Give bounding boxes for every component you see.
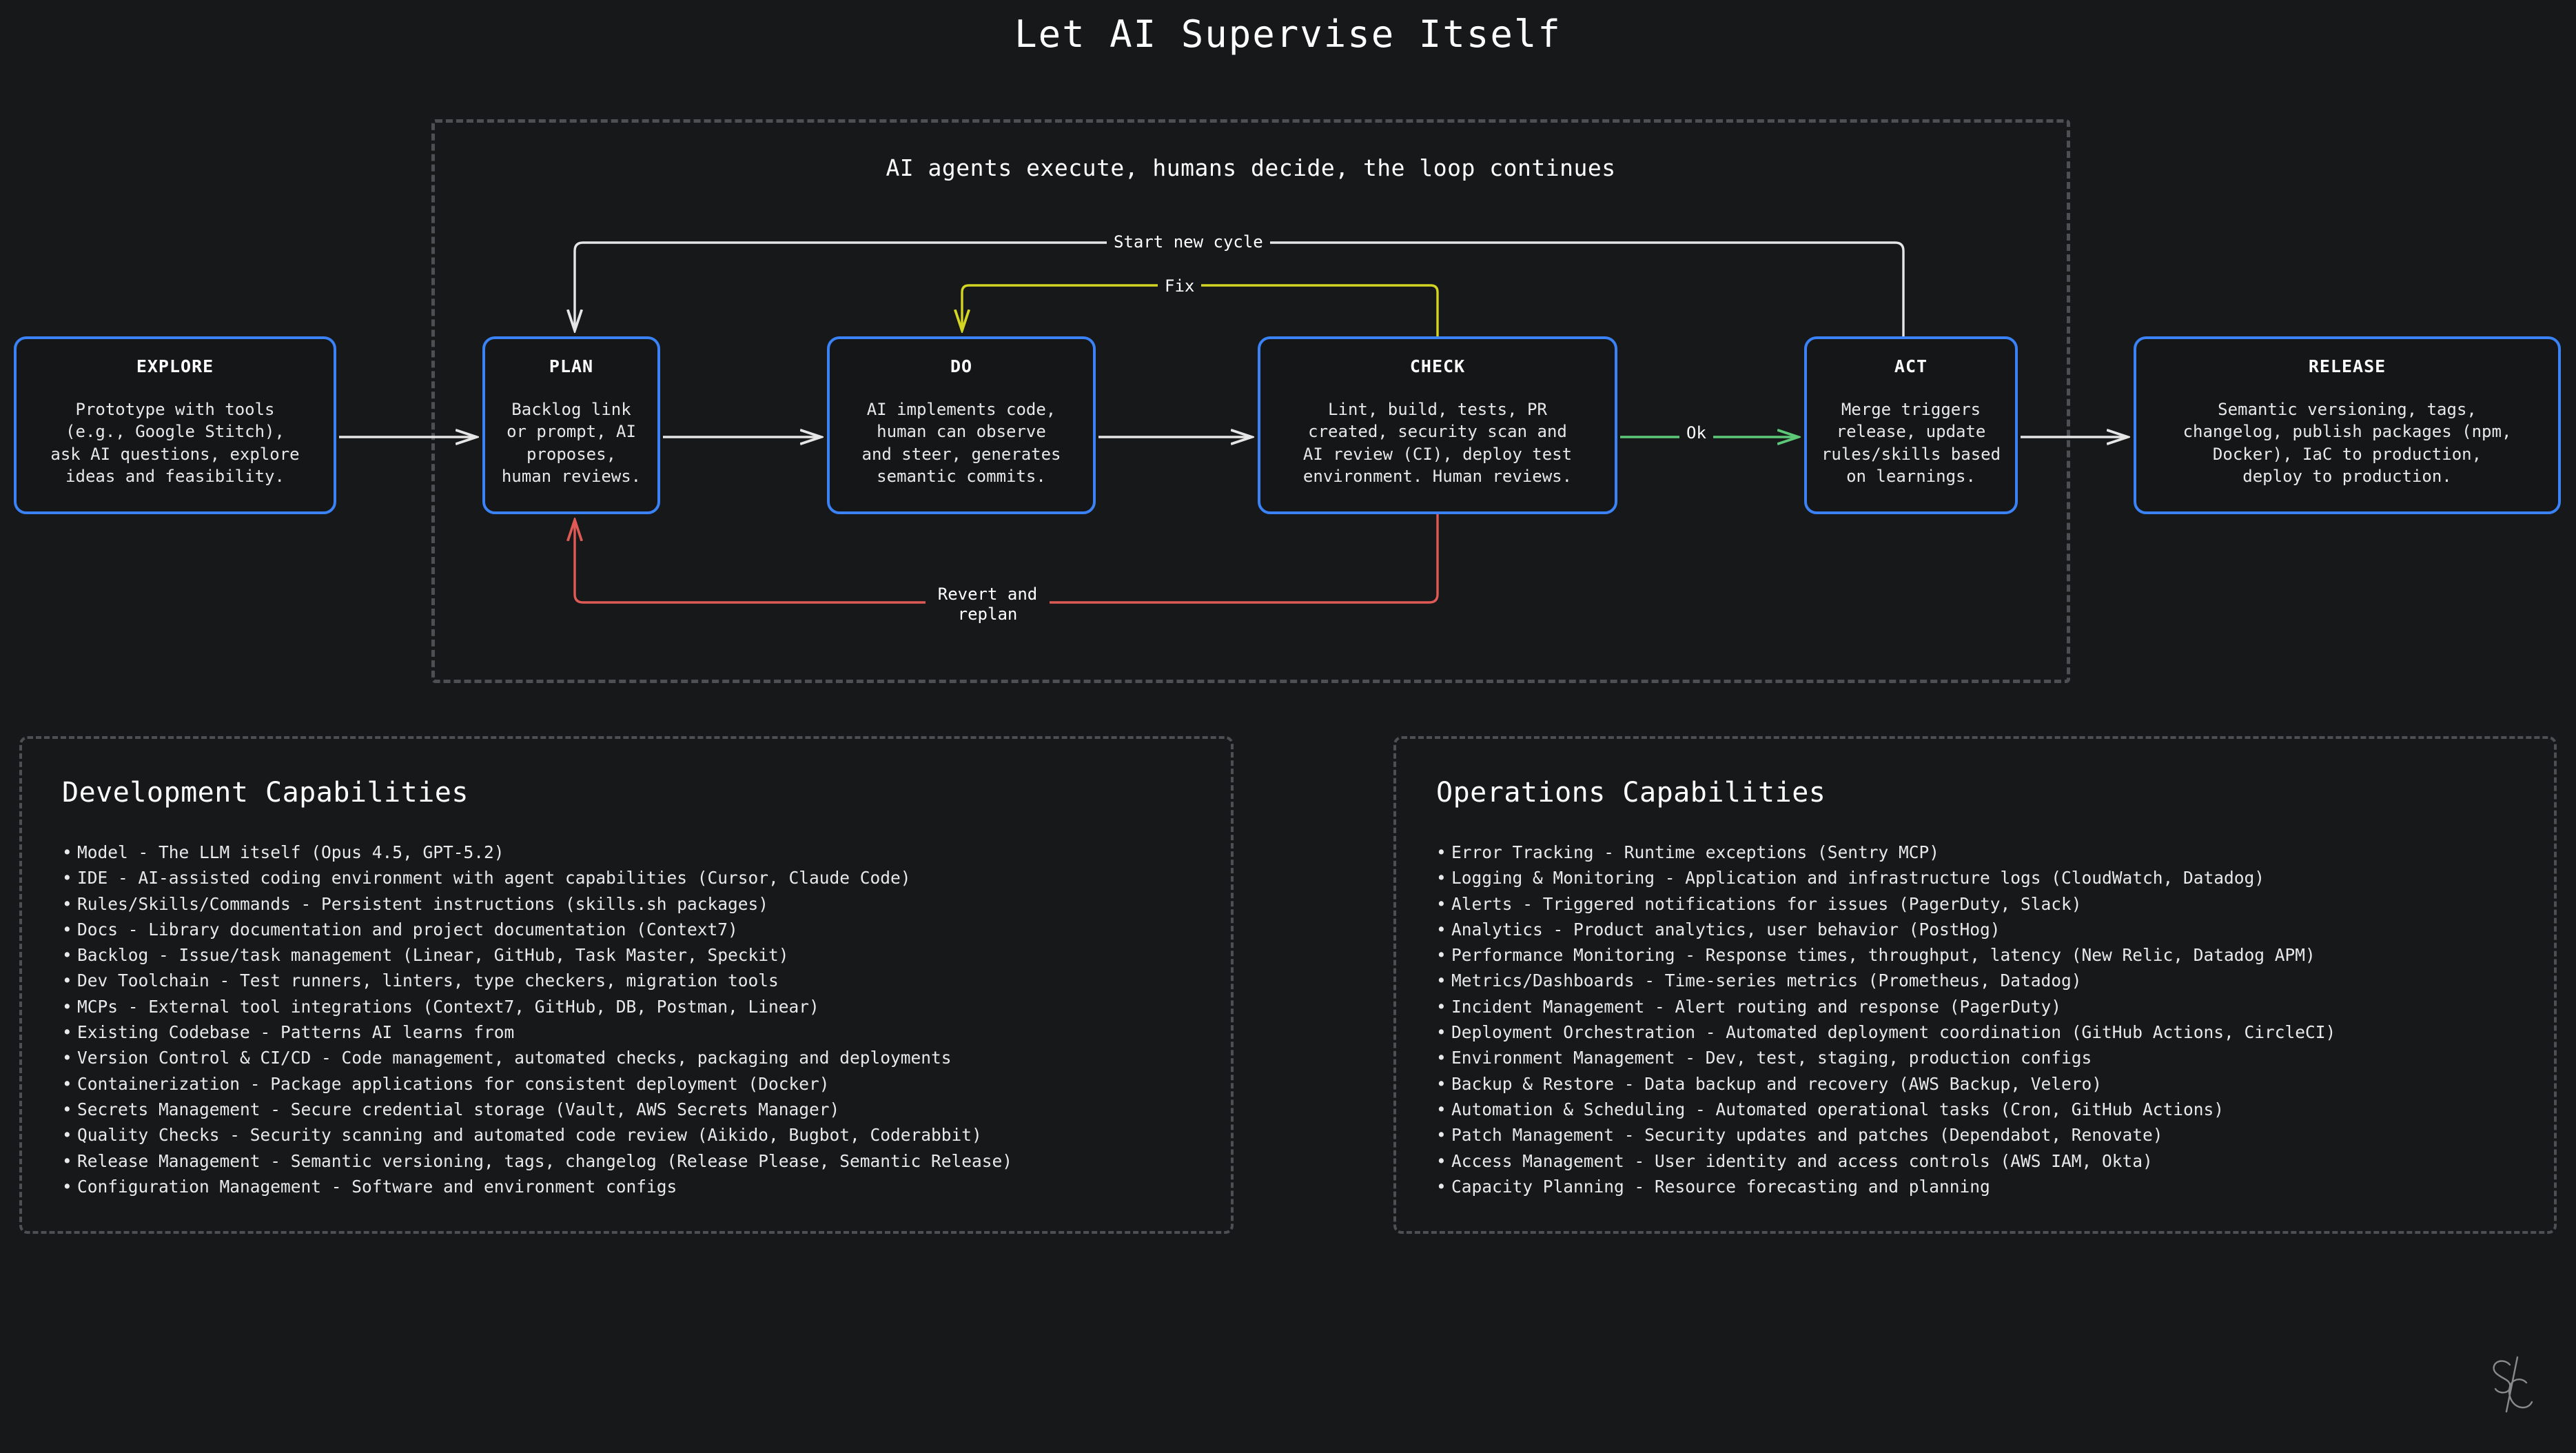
capability-item: Backup & Restore - Data backup and recov…: [1436, 1071, 2537, 1097]
capability-item: Containerization - Package applications …: [62, 1071, 1214, 1097]
capability-list-development: Model - The LLM itself (Opus 4.5, GPT-5.…: [62, 840, 1214, 1199]
loop-container: [431, 119, 2070, 683]
capability-item: Performance Monitoring - Response times,…: [1436, 942, 2537, 968]
stage-box-check[interactable]: CHECK Lint, build, tests, PR created, se…: [1258, 336, 1617, 514]
capability-item: Logging & Monitoring - Application and i…: [1436, 865, 2537, 891]
capability-item: Model - The LLM itself (Opus 4.5, GPT-5.…: [62, 840, 1214, 865]
stage-title-plan: PLAN: [549, 356, 594, 376]
panel-title-development: Development Capabilities: [62, 777, 469, 809]
panel-development-capabilities: Development Capabilities Model - The LLM…: [19, 736, 1234, 1234]
capability-item: Alerts - Triggered notifications for iss…: [1436, 891, 2537, 917]
stage-title-release: RELEASE: [2308, 356, 2386, 376]
loop-subtitle: AI agents execute, humans decide, the lo…: [886, 154, 1616, 181]
panel-operations-capabilities: Operations Capabilities Error Tracking -…: [1393, 736, 2557, 1234]
capability-item: Dev Toolchain - Test runners, linters, t…: [62, 968, 1214, 993]
capability-list-operations: Error Tracking - Runtime exceptions (Sen…: [1436, 840, 2537, 1199]
edge-label-start-new-cycle: Start new cycle: [1107, 232, 1270, 252]
stage-title-check: CHECK: [1409, 356, 1466, 376]
stage-desc-explore: Prototype with tools (e.g., Google Stitc…: [50, 399, 300, 487]
edge-label-fix: Fix: [1158, 276, 1202, 296]
stage-box-do[interactable]: DO AI implements code, human can observe…: [827, 336, 1096, 514]
stage-box-plan[interactable]: PLAN Backlog link or prompt, AI proposes…: [482, 336, 660, 514]
capability-item: Existing Codebase - Patterns AI learns f…: [62, 1019, 1214, 1045]
capability-item: Automation & Scheduling - Automated oper…: [1436, 1097, 2537, 1122]
capability-item: Rules/Skills/Commands - Persistent instr…: [62, 891, 1214, 917]
capability-item: Capacity Planning - Resource forecasting…: [1436, 1174, 2537, 1199]
capability-item: Deployment Orchestration - Automated dep…: [1436, 1019, 2537, 1045]
stage-box-explore[interactable]: EXPLORE Prototype with tools (e.g., Goog…: [14, 336, 336, 514]
signature-monogram-icon: [2493, 1356, 2533, 1413]
edge-label-ok: Ok: [1679, 423, 1713, 443]
capability-item: Quality Checks - Security scanning and a…: [62, 1122, 1214, 1148]
stage-desc-release: Semantic versioning, tags, changelog, pu…: [2183, 399, 2512, 487]
edge-label-revert-and-replan: Revert and replan: [926, 585, 1050, 624]
capability-item: Analytics - Product analytics, user beha…: [1436, 917, 2537, 942]
capability-item: Release Management - Semantic versioning…: [62, 1148, 1214, 1174]
capability-item: MCPs - External tool integrations (Conte…: [62, 994, 1214, 1019]
stage-desc-do: AI implements code, human can observe an…: [861, 399, 1061, 487]
capability-item: Docs - Library documentation and project…: [62, 917, 1214, 942]
stage-title-do: DO: [950, 356, 973, 376]
panel-title-operations: Operations Capabilities: [1436, 777, 1826, 809]
stage-desc-plan: Backlog link or prompt, AI proposes, hum…: [501, 399, 642, 487]
capability-item: IDE - AI-assisted coding environment wit…: [62, 865, 1214, 891]
stage-title-act: ACT: [1894, 356, 1928, 376]
capability-item: Configuration Management - Software and …: [62, 1174, 1214, 1199]
stage-desc-check: Lint, build, tests, PR created, security…: [1302, 399, 1573, 487]
stage-box-release[interactable]: RELEASE Semantic versioning, tags, chang…: [2134, 336, 2561, 514]
capability-item: Version Control & CI/CD - Code managemen…: [62, 1045, 1214, 1070]
capability-item: Secrets Management - Secure credential s…: [62, 1097, 1214, 1122]
capability-item: Backlog - Issue/task management (Linear,…: [62, 942, 1214, 968]
capability-item: Access Management - User identity and ac…: [1436, 1148, 2537, 1174]
capability-item: Patch Management - Security updates and …: [1436, 1122, 2537, 1148]
stage-desc-act: Merge triggers release, update rules/ski…: [1821, 399, 2001, 487]
capability-item: Metrics/Dashboards - Time-series metrics…: [1436, 968, 2537, 993]
capability-item: Environment Management - Dev, test, stag…: [1436, 1045, 2537, 1070]
capability-item: Incident Management - Alert routing and …: [1436, 994, 2537, 1019]
page-title: Let AI Supervise Itself: [1014, 12, 1562, 56]
stage-title-explore: EXPLORE: [136, 356, 214, 376]
stage-box-act[interactable]: ACT Merge triggers release, update rules…: [1804, 336, 2018, 514]
capability-item: Error Tracking - Runtime exceptions (Sen…: [1436, 840, 2537, 865]
